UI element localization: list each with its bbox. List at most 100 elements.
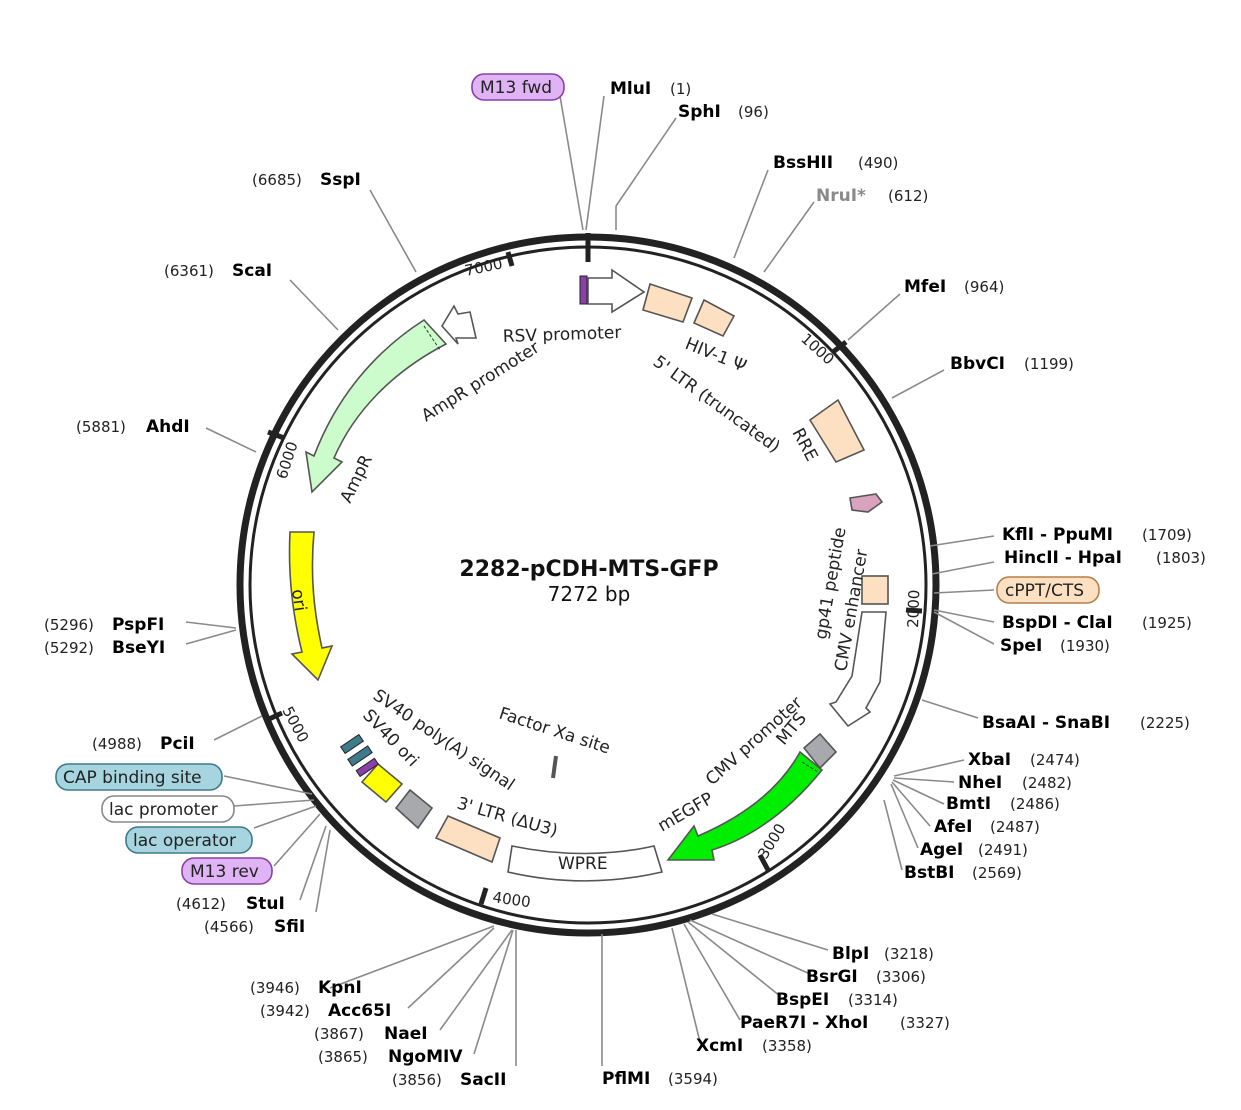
- megfp-divider: [801, 761, 819, 773]
- site-name: BsaAI - SnaBI: [982, 713, 1110, 733]
- plasmid-name: 2282-pCDH-MTS-GFP: [459, 557, 718, 582]
- ori-arrow: [288, 531, 334, 682]
- primer-label: lac promoter: [109, 800, 218, 820]
- site-scai[interactable]: (6361)ScaI: [164, 261, 272, 281]
- site-sfii[interactable]: (4566)SfiI: [204, 917, 305, 937]
- ampr-promoter-arrow: [441, 304, 478, 345]
- ltr5-block: [642, 282, 694, 323]
- restriction-sites-right: MluI(1) SphI(96) BssHII(490) NruI*(612) …: [602, 79, 1206, 1089]
- site-name: BlpI: [832, 944, 869, 964]
- hiv-psi-block: [692, 298, 736, 338]
- site-bbvci[interactable]: BbvCI(1199): [950, 354, 1074, 374]
- site-pflmi[interactable]: PflMI(3594): [602, 1069, 718, 1089]
- site-acc65i[interactable]: (3942) Acc65I: [260, 1001, 391, 1021]
- primer-label: CAP binding site: [63, 768, 202, 788]
- site-paer7i-xhoi[interactable]: PaeR7I - XhoI (3327): [740, 1013, 950, 1033]
- site-name: PaeR7I - XhoI: [740, 1013, 868, 1033]
- primer-label: M13 rev: [190, 862, 259, 882]
- primer-cppt-cts[interactable]: cPPT/CTS: [996, 576, 1100, 604]
- site-ngomiv[interactable]: (3865)NgoMIV: [318, 1047, 463, 1067]
- site-agei[interactable]: AgeI(2491): [920, 840, 1028, 860]
- site-xbai[interactable]: XbaI(2474): [968, 750, 1080, 770]
- site-stui[interactable]: (4612) StuI: [176, 894, 285, 914]
- wpre-label: WPRE: [558, 854, 608, 874]
- site-spei[interactable]: SpeI(1930): [1000, 636, 1110, 656]
- site-hincii-hpai[interactable]: HincII - HpaI(1803): [1004, 548, 1206, 568]
- lac-operator-marker: [347, 745, 373, 767]
- site-sspi[interactable]: (6685)SspI: [252, 170, 361, 190]
- site-name: XcmI: [696, 1036, 743, 1056]
- site-name: PspFI: [112, 615, 164, 635]
- site-pos: (1): [670, 80, 691, 98]
- site-pcii[interactable]: (4988)PciI: [92, 734, 195, 754]
- site-afei[interactable]: AfeI(2487): [934, 817, 1040, 837]
- site-naei[interactable]: (3867) NaeI: [314, 1024, 428, 1044]
- site-name: BspDI - ClaI: [1002, 613, 1113, 633]
- site-pos: (3327): [900, 1014, 950, 1032]
- ampr-label: AmpR: [337, 452, 377, 507]
- site-name: SacII: [460, 1070, 506, 1090]
- site-name: KflI - PpuMI: [1002, 525, 1113, 545]
- site-name: BseYI: [112, 638, 165, 658]
- site-pos: (96): [738, 103, 769, 121]
- site-blpi[interactable]: BlpI(3218): [832, 944, 934, 964]
- site-name: XbaI: [968, 750, 1011, 770]
- site-pspfi[interactable]: (5296) PspFI: [44, 615, 164, 635]
- primer-label: lac operator: [133, 831, 236, 851]
- primer-label: M13 fwd: [480, 78, 552, 98]
- feature-lac-promoter[interactable]: lac promoter: [101, 795, 235, 823]
- site-name: StuI: [246, 894, 285, 914]
- site-kpni[interactable]: (3946)KpnI: [250, 978, 362, 998]
- site-kfli-ppumi[interactable]: KflI - PpuMI (1709): [1002, 525, 1192, 545]
- leader-lines: [185, 95, 995, 1066]
- site-bsaai-snabi[interactable]: BsaAI - SnaBI(2225): [982, 713, 1190, 733]
- site-bsrgi[interactable]: BsrGI(3306): [806, 967, 926, 987]
- site-bspdi-clai[interactable]: BspDI - ClaI(1925): [1002, 613, 1192, 633]
- m13-rev-marker: [355, 757, 380, 778]
- site-ahdi[interactable]: (5881) AhdI: [76, 417, 190, 437]
- site-xcmi[interactable]: XcmI(3358): [696, 1036, 812, 1056]
- tick-label-6000: 6000: [273, 439, 302, 481]
- ampr-arrow: [304, 318, 448, 494]
- site-name: Acc65I: [328, 1001, 391, 1021]
- features: WPRE: [288, 268, 889, 882]
- bp-ticks: [265, 233, 923, 905]
- cmv-enhancer-arrow: [828, 611, 887, 728]
- site-name: BspEI: [776, 990, 829, 1010]
- feature-lac-operator[interactable]: lac operator: [125, 826, 253, 854]
- site-nhei[interactable]: NheI(2482): [958, 773, 1072, 793]
- site-bspei[interactable]: BspEI(3314): [776, 990, 898, 1010]
- site-nrui[interactable]: NruI*(612): [816, 186, 928, 206]
- site-bsshii[interactable]: BssHII(490): [773, 153, 898, 173]
- feature-cap-binding-site[interactable]: CAP binding site: [55, 763, 223, 791]
- site-name: HincII - HpaI: [1004, 548, 1122, 568]
- megfp-arrow: [666, 750, 824, 861]
- primer-label: cPPT/CTS: [1005, 581, 1084, 601]
- site-sacii[interactable]: (3856)SacII: [392, 1070, 506, 1090]
- site-name: AhdI: [146, 417, 190, 437]
- site-pos: (4612): [176, 895, 226, 913]
- site-pos: (4566): [204, 918, 254, 936]
- rsv-promoter-label: RSV promoter: [502, 323, 621, 347]
- site-pos: (3867): [314, 1025, 364, 1043]
- site-bseyi[interactable]: (5292)BseYI: [44, 638, 165, 658]
- site-bmti[interactable]: BmtI(2486): [946, 794, 1060, 814]
- site-mfei[interactable]: MfeI(964): [904, 277, 1004, 297]
- site-pos: (5296): [44, 616, 94, 634]
- factor-xa-marker: [551, 755, 558, 779]
- site-name: ScaI: [232, 261, 272, 281]
- site-pos: (1709): [1142, 526, 1192, 544]
- site-pos: (2491): [978, 841, 1028, 859]
- site-bstbi[interactable]: BstBI(2569): [904, 863, 1022, 883]
- site-name: SphI: [678, 102, 721, 122]
- primer-m13-fwd[interactable]: M13 fwd: [471, 73, 565, 101]
- site-pos: (3942): [260, 1002, 310, 1020]
- mts-block: [802, 732, 838, 770]
- site-name: NaeI: [384, 1024, 428, 1044]
- primer-m13-rev[interactable]: M13 rev: [181, 857, 273, 885]
- site-sphi[interactable]: SphI (96): [678, 102, 769, 122]
- site-pos: (5881): [76, 418, 126, 436]
- site-mlui[interactable]: MluI(1): [610, 79, 691, 99]
- site-pos: (1199): [1024, 355, 1074, 373]
- site-name: BmtI: [946, 794, 991, 814]
